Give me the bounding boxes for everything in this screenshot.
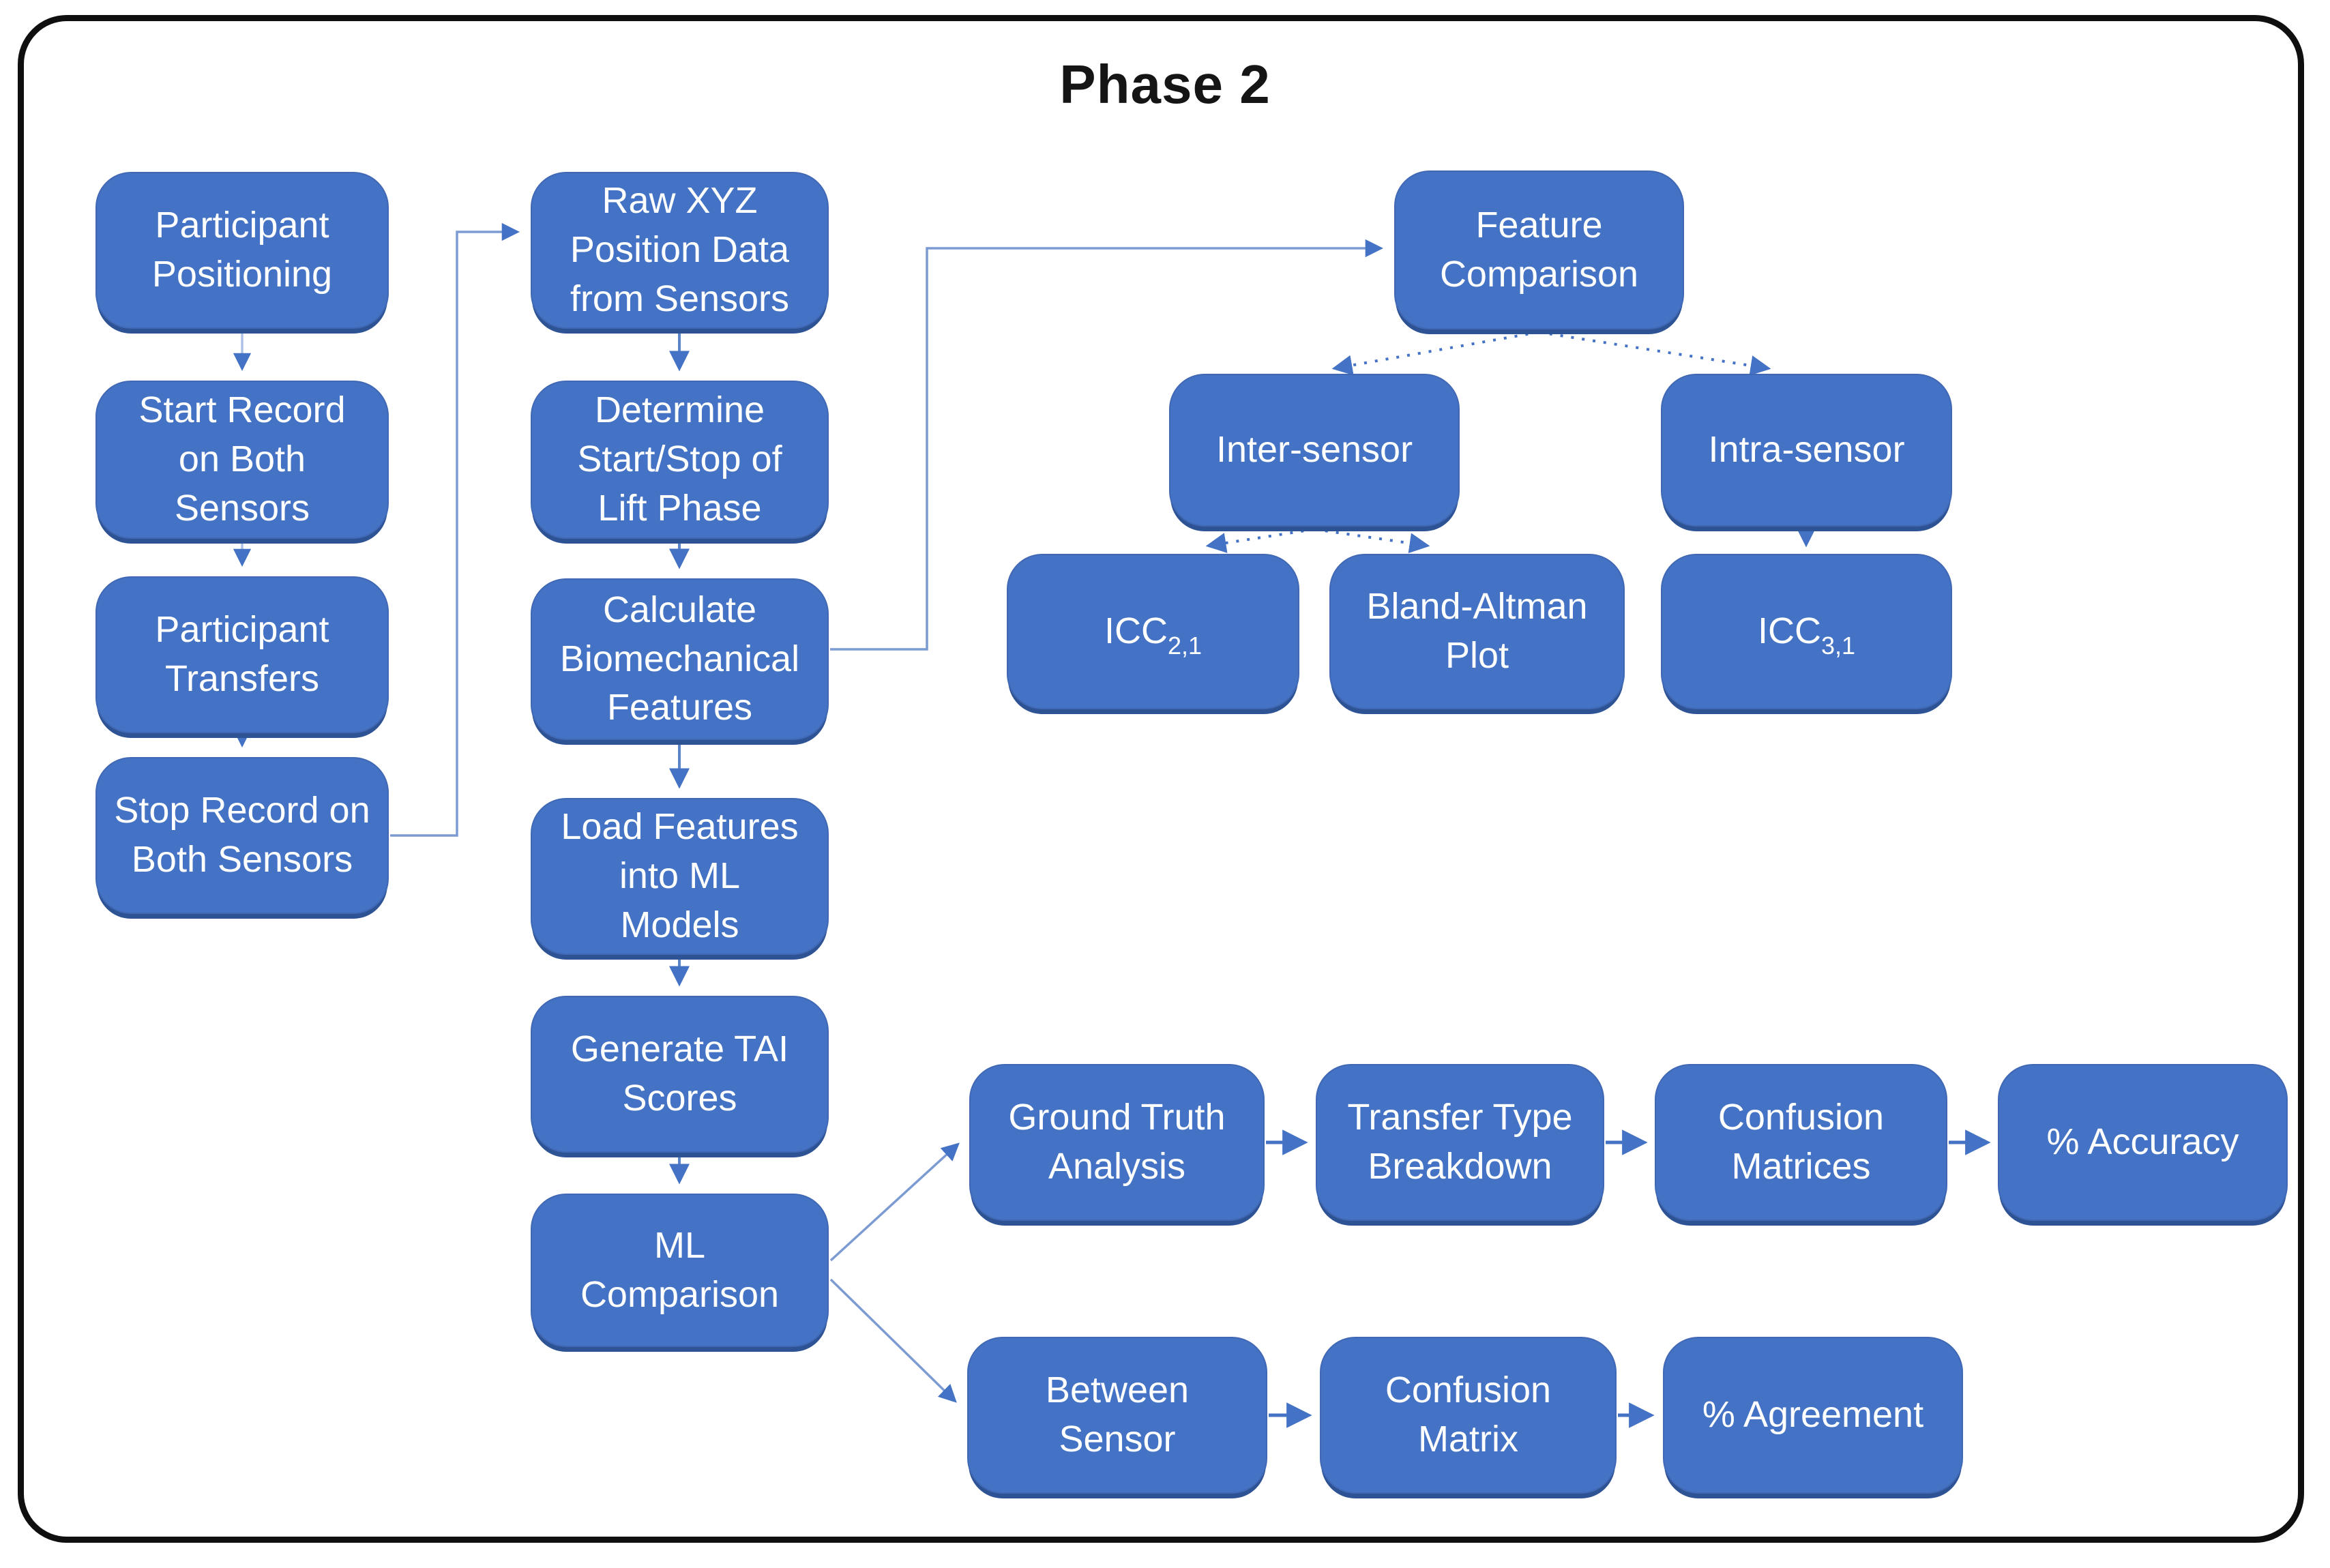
node-label: Start Record on Both Sensors bbox=[138, 389, 346, 529]
node-label: Calculate Biomechanical Features bbox=[559, 589, 800, 728]
node-label: Inter-sensor bbox=[1215, 429, 1413, 471]
icc-label-main: ICC bbox=[1104, 610, 1168, 652]
node-intra-sensor: Intra-sensor bbox=[1661, 374, 1952, 527]
node-inter-sensor: Inter-sensor bbox=[1169, 374, 1460, 527]
node-label: Participant Positioning bbox=[151, 205, 333, 295]
connector-inter-sensor-to-icc21 bbox=[1205, 528, 1315, 553]
node-stop-record: Stop Record on Both Sensors bbox=[95, 757, 389, 914]
connector-inter-sensor-to-bland-altman bbox=[1314, 528, 1430, 554]
node-label: Participant Transfers bbox=[155, 609, 329, 699]
node-icc-2-1: ICC2,1 bbox=[1007, 554, 1299, 709]
icc-label-subscript: 2,1 bbox=[1167, 632, 1203, 660]
node-label: Ground Truth Analysis bbox=[1008, 1097, 1226, 1187]
icc-label-main: ICC bbox=[1757, 610, 1821, 652]
node-load-features-into-ml: Load Features into ML Models bbox=[531, 798, 829, 955]
node-bland-altman-plot: Bland-Altman Plot bbox=[1329, 554, 1625, 709]
node-label: Confusion Matrix bbox=[1385, 1370, 1552, 1460]
node-participant-transfers: Participant Transfers bbox=[95, 576, 389, 733]
node-label: Transfer Type Breakdown bbox=[1347, 1097, 1573, 1187]
node-label: ML Comparison bbox=[580, 1224, 780, 1315]
node-confusion-matrix: Confusion Matrix bbox=[1320, 1337, 1617, 1494]
node-transfer-type-breakdown: Transfer Type Breakdown bbox=[1316, 1064, 1604, 1221]
node-label: Confusion Matrices bbox=[1717, 1097, 1885, 1187]
node-label: Between Sensor bbox=[1045, 1370, 1190, 1460]
node-confusion-matrices: Confusion Matrices bbox=[1655, 1064, 1947, 1221]
node-label: % Agreement bbox=[1702, 1394, 1924, 1436]
node-ground-truth-analysis: Ground Truth Analysis bbox=[969, 1064, 1265, 1221]
connector-calculate-to-feature-comparison bbox=[830, 239, 1383, 651]
node-label: Bland-Altman Plot bbox=[1366, 586, 1588, 676]
node-label: % Accuracy bbox=[2046, 1121, 2239, 1163]
node-label: Generate TAI Scores bbox=[570, 1029, 789, 1119]
node-label: Feature Comparison bbox=[1439, 204, 1639, 295]
node-between-sensor: Between Sensor bbox=[967, 1337, 1267, 1494]
node-participant-positioning: Participant Positioning bbox=[95, 172, 389, 329]
node-percent-agreement: % Agreement bbox=[1663, 1337, 1963, 1494]
node-label: Raw XYZ Position Data from Sensors bbox=[570, 180, 790, 319]
node-icc-3-1: ICC3,1 bbox=[1661, 554, 1952, 709]
node-raw-xyz-position-data: Raw XYZ Position Data from Sensors bbox=[531, 172, 829, 329]
icc-label-subscript: 3,1 bbox=[1820, 632, 1856, 660]
node-label: ICC3,1 bbox=[1757, 607, 1855, 658]
node-percent-accuracy: % Accuracy bbox=[1998, 1064, 2288, 1221]
node-label: Stop Record on Both Sensors bbox=[114, 790, 370, 880]
node-ml-comparison: ML Comparison bbox=[531, 1194, 829, 1347]
connector-feature-comparison-to-inter-sensor bbox=[1331, 331, 1539, 376]
node-label: Intra-sensor bbox=[1708, 429, 1905, 471]
connector-ml-comparison-to-between-sensor bbox=[829, 1278, 957, 1403]
connector-stop-record-to-raw-xyz bbox=[390, 222, 520, 837]
node-start-record: Start Record on Both Sensors bbox=[95, 381, 389, 539]
node-generate-tai-scores: Generate TAI Scores bbox=[531, 996, 829, 1153]
node-feature-comparison: Feature Comparison bbox=[1394, 171, 1684, 329]
figure-frame bbox=[18, 15, 2304, 1543]
node-label: Determine Start/Stop of Lift Phase bbox=[577, 389, 782, 529]
connector-feature-comparison-to-intra-sensor bbox=[1538, 331, 1771, 376]
node-calculate-biomechanical-features: Calculate Biomechanical Features bbox=[531, 578, 829, 740]
page-title: Phase 2 bbox=[1059, 54, 1271, 115]
node-label: Load Features into ML Models bbox=[561, 806, 799, 945]
connector-ml-comparison-to-ground-truth bbox=[829, 1142, 960, 1262]
node-label: ICC2,1 bbox=[1104, 607, 1202, 658]
node-determine-start-stop: Determine Start/Stop of Lift Phase bbox=[531, 381, 829, 539]
